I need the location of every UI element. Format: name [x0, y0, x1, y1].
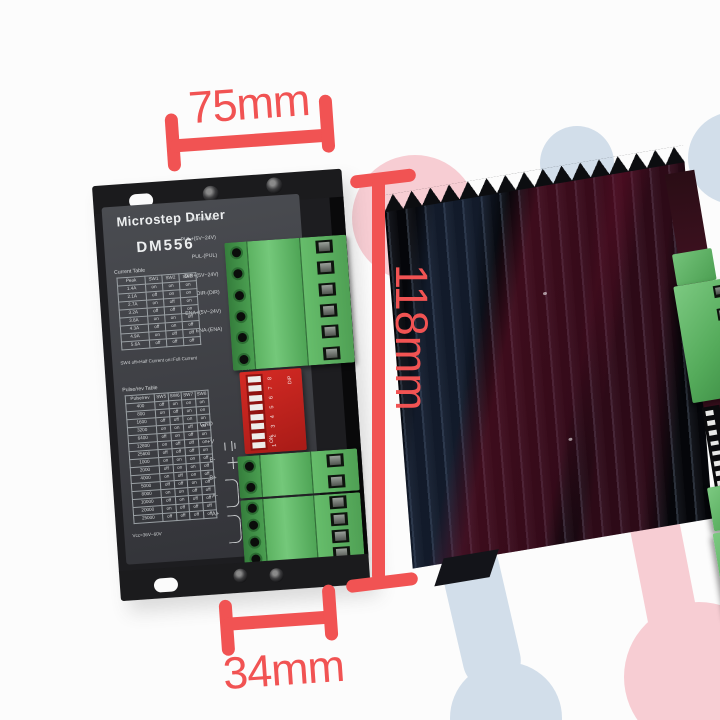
wire-hole	[249, 537, 260, 548]
dimension-line	[372, 178, 385, 582]
dip-tag-label: DIP	[286, 375, 294, 385]
power-terminal-block	[237, 448, 360, 499]
wire-hole	[244, 461, 254, 472]
table-cell: off	[183, 336, 201, 346]
terminal-screw	[316, 260, 335, 276]
phase-a-coil-symbol	[227, 514, 243, 544]
dip-on-label: ON	[268, 435, 276, 444]
voltage-note: Vcc=36V~60V	[132, 531, 162, 539]
table-cell: off	[166, 337, 184, 347]
dip-switch-lever	[249, 404, 264, 411]
wire-hole	[238, 354, 249, 365]
dimension-end-cap	[345, 571, 419, 594]
ground-capacitor-symbol	[224, 441, 240, 451]
current-table-note: SW4 off=Half Current on=Full Current	[120, 355, 198, 366]
dip-switch-lever	[252, 441, 266, 449]
dimension-height-label: 118mm	[386, 264, 437, 411]
pulse-table-title: Pulse/rev Table	[122, 385, 158, 394]
terminal-screw	[322, 346, 341, 361]
current-table-title: Current Table	[113, 267, 146, 276]
table-cell: off	[189, 510, 204, 520]
wire-hole	[245, 482, 256, 493]
table-cell: 5.6A	[121, 339, 150, 350]
dip-switch-lever	[715, 470, 720, 477]
signal-label: PUL+(5V~24V)	[180, 234, 217, 243]
wire-hole	[234, 290, 244, 301]
wire-hole	[235, 311, 246, 322]
decor-pink-circle-bottom	[624, 602, 720, 720]
dimension-depth: 34mm	[218, 584, 346, 714]
signal-terminal-block	[224, 234, 355, 371]
dip-switch-lever	[713, 460, 720, 466]
signal-label: DIR-(DIR)	[196, 289, 220, 298]
dimension-height: 118mm	[345, 168, 437, 594]
wire-hole	[232, 269, 243, 280]
dip-switch-lever	[705, 409, 714, 416]
wire-hole	[237, 333, 247, 343]
terminal-screw	[317, 282, 336, 297]
dip-switch-lever	[248, 385, 262, 393]
table-cell: off	[176, 511, 191, 521]
signal-label: PUL-(PUL)	[191, 252, 218, 261]
dip-switch-lever	[708, 430, 718, 436]
dimension-end-cap	[321, 584, 339, 641]
dimension-width-label: 75mm	[186, 73, 312, 134]
dip-switch-lever	[250, 413, 264, 421]
phase-b-coil-symbol	[224, 478, 240, 508]
terminal-screw	[712, 283, 720, 298]
dimension-width: 75mm	[163, 74, 340, 190]
terminal-screw	[314, 239, 333, 254]
dip-switch-lever	[248, 394, 263, 402]
dip-switch-lever	[250, 422, 265, 430]
dip-switch-lever	[247, 375, 262, 383]
terminal-screw	[325, 453, 344, 468]
case-screw	[269, 567, 285, 583]
wire-hole	[247, 503, 257, 514]
signal-label: PWR/ALM	[190, 215, 215, 224]
dip-switch-lever	[706, 419, 716, 426]
terminal-screw	[320, 324, 339, 339]
table-cell: off	[149, 338, 167, 348]
dip-switch-lever	[711, 450, 720, 456]
dimension-depth-label: 34mm	[221, 639, 346, 700]
table-cell: 25000	[133, 513, 164, 524]
wire-holes	[237, 455, 263, 499]
table-cell: off	[202, 509, 217, 519]
mounting-slot	[153, 577, 179, 593]
terminal-block-face	[259, 451, 314, 498]
wire-hole	[231, 248, 241, 258]
dip-sliders	[247, 375, 266, 449]
wire-hole	[248, 520, 258, 531]
dimension-end-cap	[318, 94, 336, 154]
terminal-block-face	[262, 495, 319, 567]
dip-switch-block: 1 2 3 4 5 6 7 8 ON DIP	[239, 368, 307, 455]
table-cell: off	[162, 512, 177, 522]
terminal-block-face	[246, 237, 310, 370]
case-screw	[233, 568, 248, 584]
terminal-screw	[328, 495, 347, 510]
terminal-screw	[319, 303, 338, 318]
terminal-screw	[716, 307, 720, 322]
dip-switch-lever	[251, 432, 265, 440]
terminal-screw	[327, 474, 346, 489]
dip-switch-lever	[710, 440, 719, 446]
dimension-line	[221, 610, 337, 632]
